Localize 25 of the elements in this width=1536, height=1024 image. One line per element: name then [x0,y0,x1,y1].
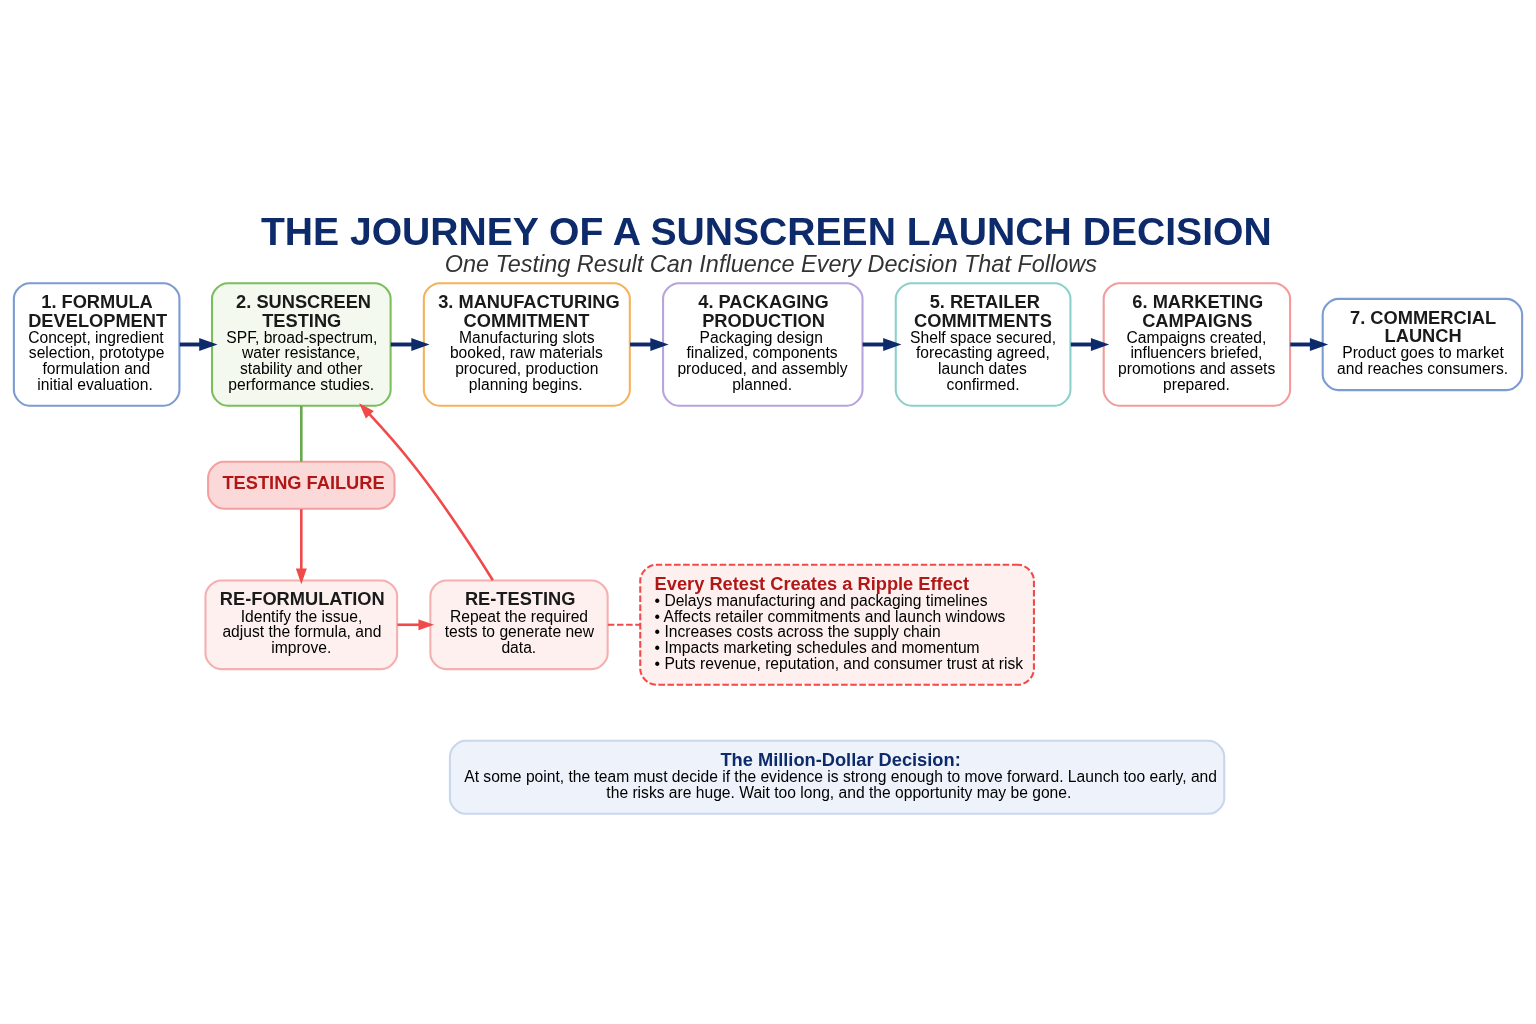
node-box: RE-TESTING Repeat the required tests to generate new data. [429,579,609,671]
caption: One Testing Result Can Influence Every Decision That Follows [444,251,1097,278]
connector [300,406,303,462]
node-box: 2. SUNSCREEN TESTING SPF, broad-spectrum, water resistance, stability and other performance studies. [210,282,392,407]
node-box: 6. MARKETING CAMPAIGNS Campaigns created, influencers briefed, promotions and assets prepared. [1102,282,1292,407]
arrow [295,509,307,585]
arrow [1290,338,1329,351]
arrow [397,619,435,631]
connector [606,623,641,626]
arrow [862,338,902,351]
node-box: Every Retest Creates a Ripple Effect • Delays manufacturing and packaging timelines • Affects retailer commitments and launch windows • Increases costs across the supply chain • Impacts marketing schedules and momentum • Puts revenue, reputation, and consumer trust at risk [639,563,1035,686]
node-box: 1. FORMULA DEVELOPMENT Concept, ingredient selection, prototype formulation and initial evaluation. [12,282,181,407]
arrow [359,403,494,581]
arrow [1070,338,1110,351]
node-box: 5. RETAILER COMMITMENTS Shelf space secured, forecasting agreed, launch dates confirmed. [894,282,1072,407]
node-box: The Million-Dollar Decision: At some point, the team must decide if the evidence is strong enough to move forward. Launch too early, and the risks are huge. Wait too long, and the opportunity may be gone. [448,739,1226,815]
arrow [630,338,669,351]
diagram-title: THE JOURNEY OF A SUNSCREEN LAUNCH DECISION [260,210,1272,254]
node-box: RE-FORMULATION Identify the issue, adjust the formula, and improve. [204,579,399,671]
arrow [390,338,430,351]
node-box: 3. MANUFACTURING COMMITMENT Manufacturing slots booked, raw materials procured, production planning begins. [422,282,631,407]
arrow [179,338,218,351]
node-box: TESTING FAILURE [207,460,396,510]
node-box: 4. PACKAGING PRODUCTION Packaging design finalized, components produced, and assembly planned. [662,282,864,407]
node-box: 7. COMMERCIAL LAUNCH Product goes to market and reaches consumers. [1321,297,1524,392]
